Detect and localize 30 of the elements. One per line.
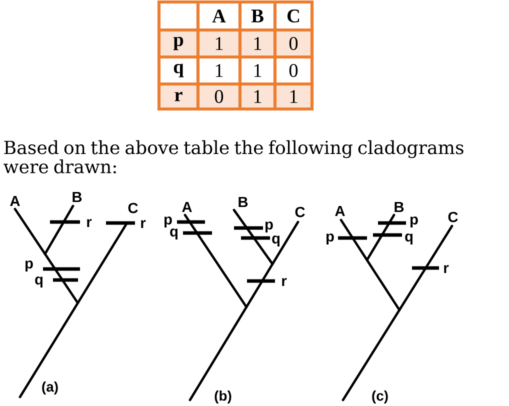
trait-label: q — [35, 276, 42, 288]
table-cell: 1 — [196, 55, 242, 86]
trait-label: p — [326, 234, 334, 244]
trait-label: p — [164, 216, 172, 228]
table-cell: 1 — [196, 28, 242, 59]
table-cell: p — [157, 28, 200, 59]
table-cell: 1 — [238, 28, 277, 59]
taxon-label: B — [394, 202, 404, 212]
trait-label: p — [25, 260, 33, 272]
taxon-label: C — [128, 202, 138, 214]
table-cell: 1 — [238, 55, 277, 86]
taxon-label: B — [238, 196, 248, 208]
taxon-label: A — [335, 206, 345, 216]
table-cell: A — [196, 0, 242, 32]
table-cell: 0 — [273, 55, 314, 86]
table-cell: 0 — [273, 28, 314, 59]
table-cell: 1 — [273, 82, 314, 111]
table-cell: q — [157, 55, 200, 86]
trait-label: r — [141, 220, 146, 228]
table-cell: C — [273, 0, 314, 32]
trait-label: r — [87, 219, 92, 227]
instruction-text: Based on the above table the following cladograms were drawn: — [4, 140, 464, 174]
table-cell: r — [157, 82, 200, 111]
taxon-label: A — [10, 196, 20, 206]
trait-label: q — [170, 228, 178, 240]
panel-label: (a) — [42, 381, 58, 395]
table-cell: 1 — [238, 82, 277, 111]
table-cell: B — [238, 0, 277, 32]
table-cell: 0 — [196, 82, 242, 111]
taxon-label: B — [72, 192, 82, 202]
